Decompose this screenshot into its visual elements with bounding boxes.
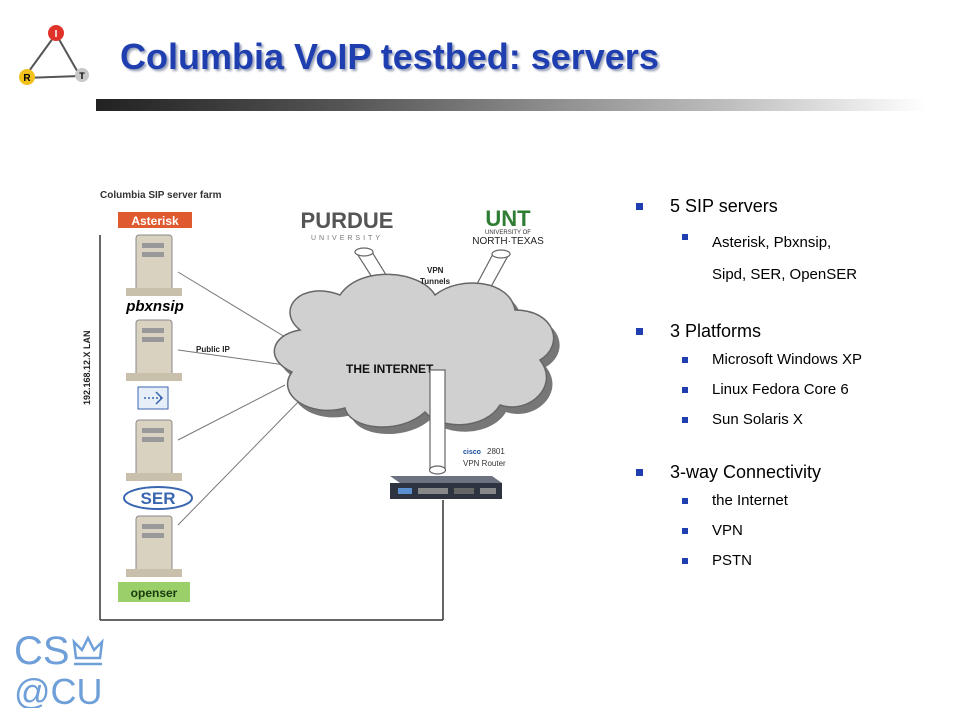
server-3	[126, 419, 182, 481]
svg-text:cisco: cisco	[463, 449, 481, 456]
server-2	[126, 319, 182, 381]
internet-cloud	[273, 273, 560, 435]
server-4	[126, 515, 182, 577]
bullet-sip-servers: 5 SIP servers	[636, 196, 956, 217]
unt-logo: UNT UNIVERSITY OF NORTH·TEXAS	[472, 206, 544, 247]
sub-bullet-platform-2: Linux Fedora Core 6	[636, 380, 956, 400]
purdue-logo: PURDUE UNIVERSITY	[301, 208, 394, 242]
cscu-logo-cs: CS	[14, 629, 70, 673]
svg-text:VPN Router: VPN Router	[463, 459, 506, 468]
svg-text:NORTH·TEXAS: NORTH·TEXAS	[472, 236, 544, 247]
logo-letter-r: R	[23, 73, 31, 84]
sub-bullet-vpn: VPN	[636, 521, 956, 541]
svg-text:2801: 2801	[487, 447, 505, 456]
server-1	[126, 234, 182, 296]
pbxnsip-logo: pbxnsip	[125, 298, 184, 315]
public-ip-label: Public IP	[196, 345, 230, 354]
cscu-logo: CS @CU	[14, 629, 104, 708]
bullet-platforms: 3 Platforms	[636, 321, 956, 342]
svg-text:Asterisk: Asterisk	[131, 214, 179, 228]
logo-letter-t: T	[79, 71, 85, 81]
bullet-connectivity: 3-way Connectivity	[636, 462, 956, 483]
server-list-line-2: Sipd, SER, OpenSER	[712, 266, 858, 283]
svg-text:UNT: UNT	[485, 206, 531, 231]
crown-icon	[72, 635, 104, 666]
vpn-label: VPN	[427, 266, 444, 275]
server-list-line-1: Asterisk, Pbxnsip,	[712, 234, 832, 251]
svg-text:SER: SER	[141, 489, 176, 508]
vpn-tunnel-stem	[428, 369, 447, 475]
lan-label: 192.168.12.X LAN	[82, 330, 92, 405]
irt-logo: I R T	[19, 25, 89, 85]
asterisk-logo: Asterisk	[118, 212, 192, 228]
logo-letter-i: I	[55, 29, 58, 40]
network-diagram: Columbia SIP server farm 192.168.12.X LA…	[82, 190, 560, 621]
svg-text:UNIVERSITY: UNIVERSITY	[311, 235, 383, 242]
sub-bullet-server-list: Asterisk, Pbxnsip, Sipd, SER, OpenSER	[636, 227, 956, 291]
sub-bullet-platform-3: Sun Solaris X	[636, 410, 956, 430]
sub-bullet-platform-1: Microsoft Windows XP	[636, 350, 956, 370]
svg-text:openser: openser	[131, 586, 178, 600]
svg-text:PURDUE: PURDUE	[301, 208, 394, 233]
cisco-router: cisco 2801 VPN Router	[390, 447, 506, 499]
sub-bullet-internet: the Internet	[636, 491, 956, 511]
svg-text:UNIVERSITY OF: UNIVERSITY OF	[485, 230, 531, 236]
openser-logo: openser	[118, 582, 190, 602]
tunnels-label: Tunnels	[420, 277, 451, 286]
sub-bullet-pstn: PSTN	[636, 551, 956, 571]
title-divider	[96, 99, 926, 111]
sipd-icon	[137, 386, 169, 410]
cscu-logo-cu: @CU	[14, 671, 103, 708]
slide-title: Columbia VoIP testbed: servers	[120, 36, 659, 77]
internet-label: THE INTERNET	[346, 362, 434, 376]
farm-label: Columbia SIP server farm	[100, 190, 222, 201]
ser-logo: SER	[123, 486, 193, 510]
server-links	[177, 271, 306, 526]
bullet-list: 5 SIP servers Asterisk, Pbxnsip, Sipd, S…	[636, 196, 956, 571]
